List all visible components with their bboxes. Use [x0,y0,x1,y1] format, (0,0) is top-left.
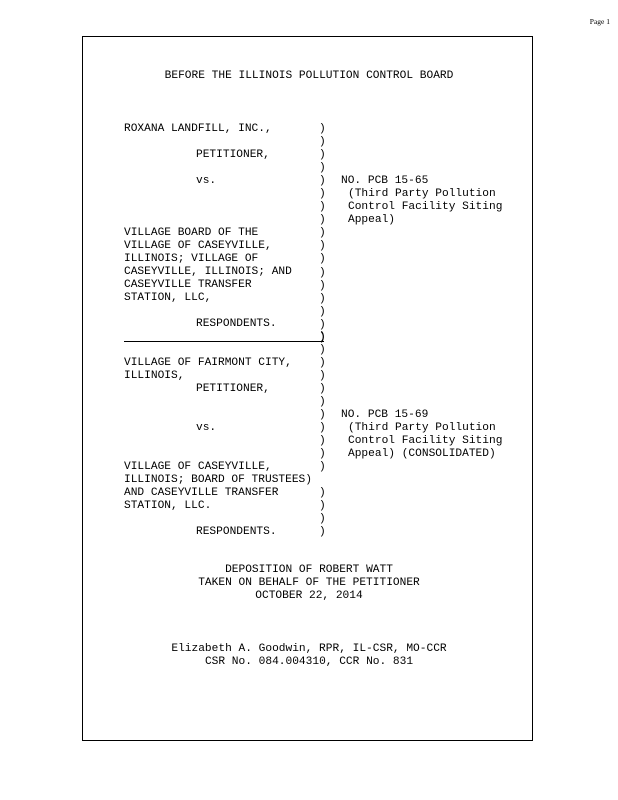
case2-vs: vs. [196,422,217,434]
case2-petitioner-line: ILLINOIS, [124,370,185,382]
case1-respondent-line: CASEYVILLE TRANSFER [124,279,252,291]
deposition-subtitle: TAKEN ON BEHALF OF THE PETITIONER [198,577,420,589]
reporter-name: Elizabeth A. Goodwin, RPR, IL-CSR, MO-CC… [171,643,447,655]
case1-vs: vs. [196,175,217,187]
case2-case-desc-line: (Third Party Pollution [348,422,496,434]
case1-respondents-role: RESPONDENTS. [196,318,277,330]
deposition-date: OCTOBER 22, 2014 [255,590,363,602]
case1-petitioner-name: ROXANA LANDFILL, INC., [124,123,272,135]
reporter-license: CSR No. 084.004310, CCR No. 831 [204,656,414,668]
document-page [82,36,533,741]
case1-respondent-line: STATION, LLC, [124,292,212,304]
case-divider [124,341,324,342]
case1-respondent-line: ILLINOIS; VILLAGE OF [124,253,259,265]
case2-bracket-column-bottom: ) ) ) ) [319,487,326,539]
case1-case-desc-line: Control Facility Siting [348,201,503,213]
case2-petitioner-line: VILLAGE OF FAIRMONT CITY, [124,357,292,369]
case1-case-desc-line: (Third Party Pollution [348,188,496,200]
case2-respondent-line: VILLAGE OF CASEYVILLE, [124,461,272,473]
case2-case-desc-line: Control Facility Siting [348,435,503,447]
case2-respondent-line: ILLINOIS; BOARD OF TRUSTEES) [124,474,312,486]
case1-bracket-column: ) ) ) ) ) ) ) ) ) ) ) ) ) ) ) ) ) [319,123,326,344]
case2-respondents-role: RESPONDENTS. [196,526,277,538]
case1-case-number: NO. PCB 15-65 [341,175,429,187]
board-heading: BEFORE THE ILLINOIS POLLUTION CONTROL BO… [164,70,454,82]
page-number: Page 1 [589,17,610,26]
case2-petitioner-role: PETITIONER, [196,383,270,395]
case2-respondent-line: STATION, LLC. [124,500,212,512]
case2-bracket-column-top: ) ) ) ) ) ) ) ) ) ) ) [319,331,326,474]
case1-respondent-line: CASEYVILLE, ILLINOIS; AND [124,266,292,278]
deposition-title: DEPOSITION OF ROBERT WATT [225,564,393,576]
case1-petitioner-role: PETITIONER, [196,149,270,161]
case2-case-desc-line: Appeal) (CONSOLIDATED) [348,448,496,460]
case2-case-number: NO. PCB 15-69 [341,409,429,421]
case2-respondent-line: AND CASEYVILLE TRANSFER [124,487,279,499]
case1-respondent-line: VILLAGE BOARD OF THE [124,227,259,239]
case1-case-desc-line: Appeal) [348,214,395,226]
case1-respondent-line: VILLAGE OF CASEYVILLE, [124,240,272,252]
